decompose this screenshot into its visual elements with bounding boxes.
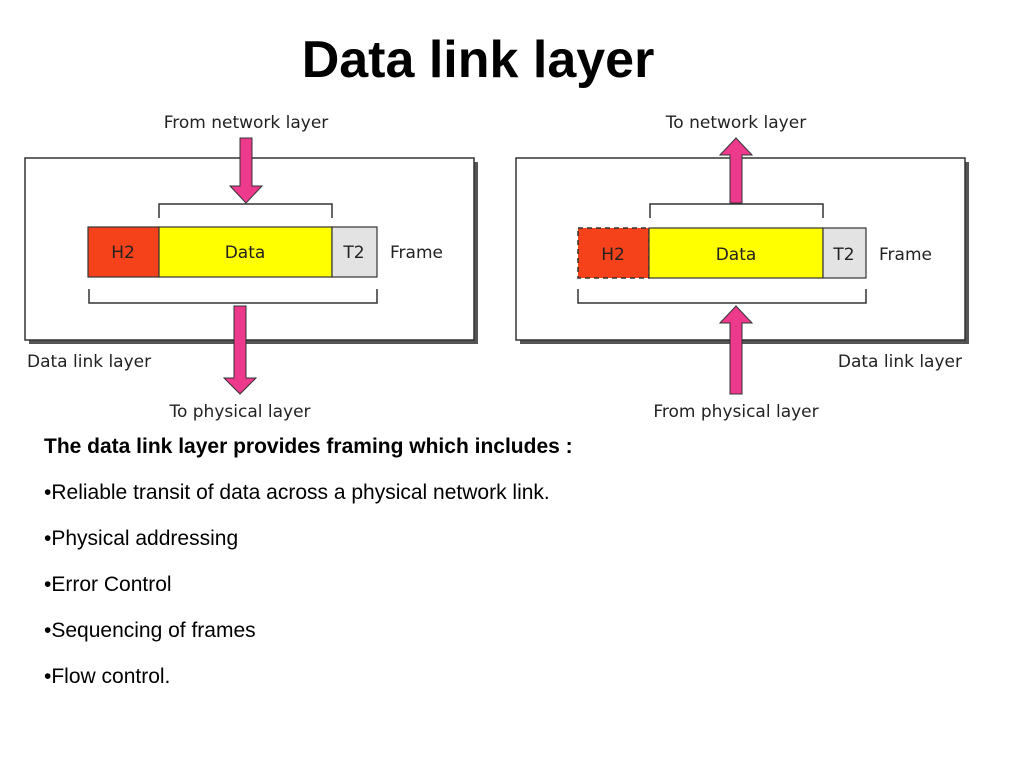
right-header-cell	[577, 227, 650, 279]
left-bottom-bracket	[88, 289, 378, 304]
bullet-item: •Flow control.	[44, 665, 171, 688]
description-lead: The data link layer provides framing whi…	[44, 435, 573, 458]
left-header-cell	[87, 226, 160, 278]
right-header-label: H2	[601, 245, 625, 265]
right-panel: H2 Data T2 Frame To network layer Data l…	[515, 113, 969, 422]
right-bottom-bracket	[577, 289, 867, 304]
bullet-item: •Physical addressing	[44, 527, 239, 550]
left-top-bracket	[158, 203, 333, 218]
left-panel: H2 Data T2 Frame From network layer Data…	[24, 113, 478, 422]
left-data-label: Data	[225, 243, 266, 263]
right-bottom-label: From physical layer	[653, 402, 818, 422]
bullet-item: •Error Control	[44, 573, 172, 596]
left-box-label: Data link layer	[27, 352, 151, 372]
left-trailer-cell	[331, 226, 378, 278]
left-frame-label: Frame	[390, 243, 443, 263]
left-top-arrow	[228, 137, 264, 204]
right-bottom-arrow	[718, 305, 754, 395]
left-trailer-label: T2	[342, 243, 364, 263]
left-header-label: H2	[111, 243, 135, 263]
right-box-label: Data link layer	[838, 352, 962, 372]
right-data-label: Data	[716, 245, 757, 265]
left-bottom-arrow	[222, 305, 258, 395]
right-top-arrow	[718, 137, 754, 204]
description-block: The data link layer provides framing whi…	[44, 434, 984, 710]
left-bottom-label: To physical layer	[168, 402, 310, 422]
left-data-cell	[158, 226, 333, 278]
page-title: Data link layer	[301, 31, 655, 89]
right-trailer-cell	[822, 227, 867, 279]
right-frame-label: Frame	[879, 245, 932, 265]
right-top-bracket	[649, 203, 824, 218]
bullet-item: •Reliable transit of data across a physi…	[44, 481, 550, 504]
right-trailer-label: T2	[832, 245, 854, 265]
bullet-item: •Sequencing of frames	[44, 619, 256, 642]
data-link-layer-diagram: H2 Data T2 Frame From network layer Data…	[24, 113, 969, 422]
right-top-label: To network layer	[665, 113, 806, 133]
right-data-cell	[648, 227, 824, 279]
left-top-label: From network layer	[164, 113, 329, 133]
